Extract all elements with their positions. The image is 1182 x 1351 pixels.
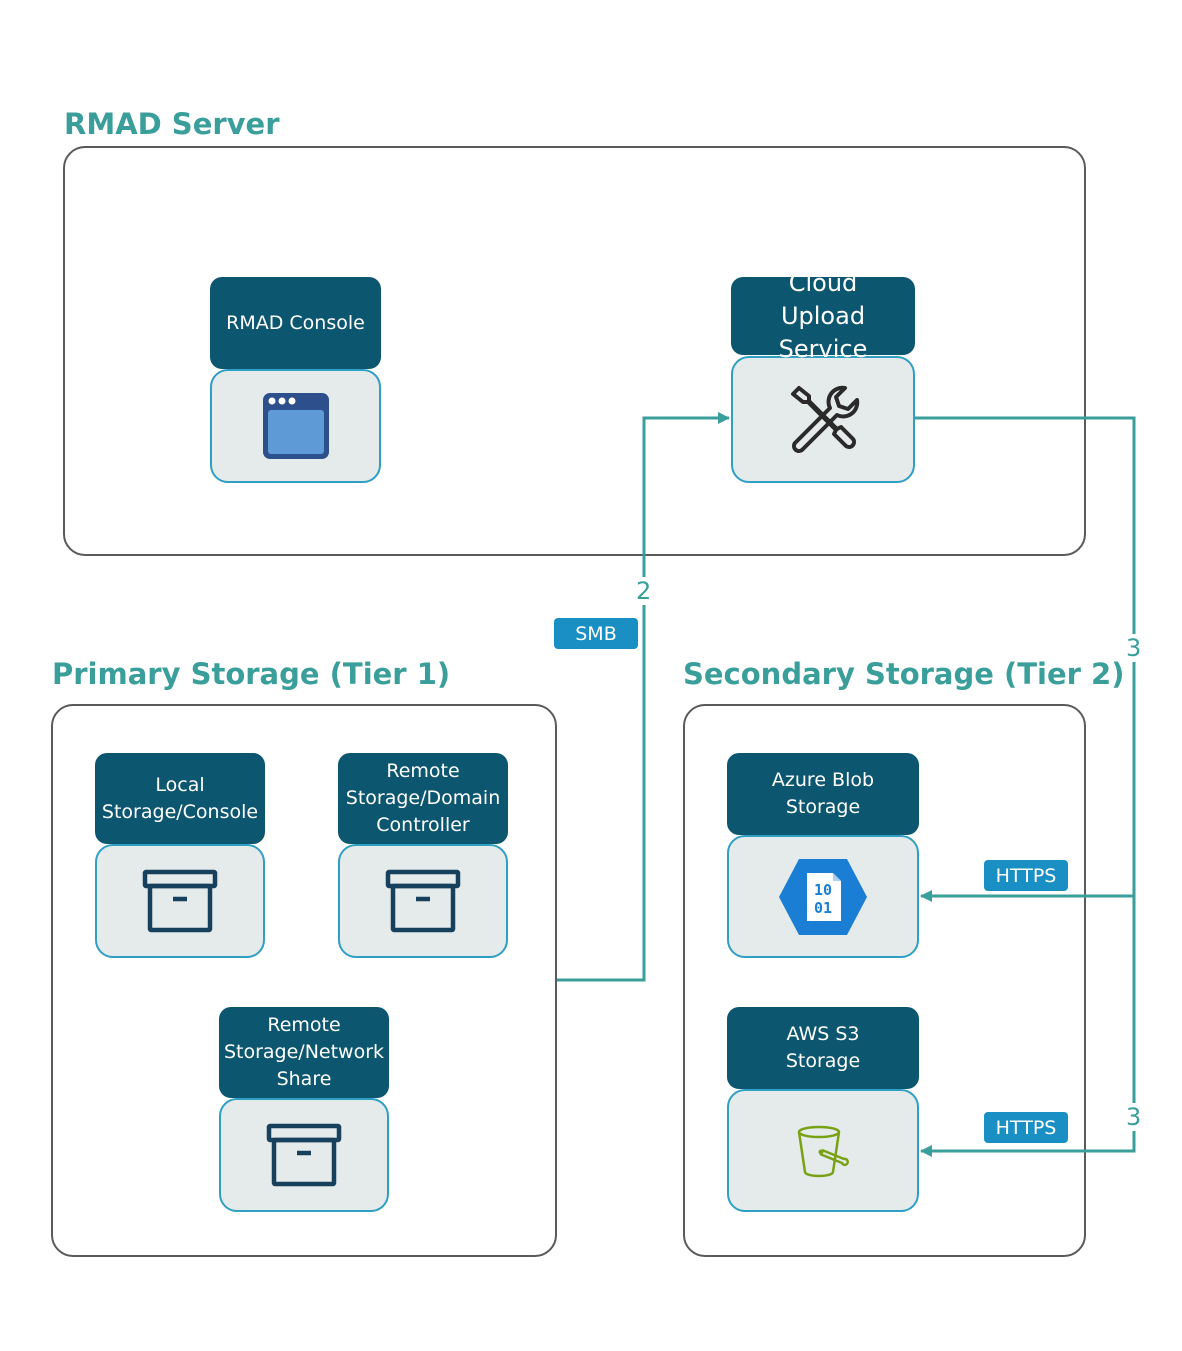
secondary-storage-title: Secondary Storage (Tier 2) <box>683 657 1125 691</box>
archive-box-icon <box>142 869 218 933</box>
remote-share-storage-label: Remote Storage/Network Share <box>219 1007 389 1098</box>
local-storage-node[interactable]: Local Storage/Console <box>95 753 265 958</box>
rmad-console-node[interactable]: RMAD Console <box>210 277 381 483</box>
aws-s3-storage-body <box>727 1089 919 1212</box>
remote-dc-storage-node[interactable]: Remote Storage/Domain Controller <box>338 753 508 958</box>
rmad-console-body <box>210 369 381 483</box>
remote-share-storage-node[interactable]: Remote Storage/Network Share <box>219 1007 389 1212</box>
archive-box-icon <box>385 869 461 933</box>
cloud-to-storage-trunk <box>915 416 1136 1157</box>
azure-icon-text-top: 10 <box>814 881 832 899</box>
remote-dc-storage-body <box>338 844 508 958</box>
cloud-upload-service-node[interactable]: Cloud Upload Service <box>731 269 915 483</box>
remote-share-storage-body <box>219 1098 389 1212</box>
archive-box-icon <box>266 1123 342 1187</box>
azure-blob-storage-node[interactable]: Azure Blob Storage 10 01 <box>727 753 919 958</box>
primary-storage-title: Primary Storage (Tier 1) <box>52 657 451 691</box>
step-3-number-upper: 3 <box>1124 634 1144 662</box>
application-window-icon <box>262 393 329 459</box>
rmad-server-title: RMAD Server <box>64 107 280 141</box>
smb-connector <box>557 412 730 982</box>
bucket-icon <box>797 1125 850 1177</box>
local-storage-label: Local Storage/Console <box>95 753 265 844</box>
tools-icon <box>791 385 860 453</box>
azure-icon-text-bottom: 01 <box>814 899 832 917</box>
smb-protocol-badge: SMB <box>554 618 638 649</box>
cloud-upload-service-body <box>731 356 915 483</box>
aws-https-badge: HTTPS <box>984 1112 1068 1143</box>
aws-s3-storage-node[interactable]: AWS S3 Storage <box>727 1007 919 1212</box>
local-storage-body <box>95 844 265 958</box>
aws-s3-storage-label: AWS S3 Storage <box>727 1007 919 1089</box>
remote-dc-storage-label: Remote Storage/Domain Controller <box>338 753 508 844</box>
cloud-upload-service-label: Cloud Upload Service <box>731 269 915 363</box>
azure-blob-storage-body: 10 01 <box>727 835 919 958</box>
rmad-console-label: RMAD Console <box>210 277 381 369</box>
step-3-number-lower: 3 <box>1124 1103 1144 1131</box>
azure-blob-storage-label: Azure Blob Storage <box>727 753 919 835</box>
azure-https-badge: HTTPS <box>984 860 1068 891</box>
step-2-number: 2 <box>634 577 654 605</box>
azure-blob-icon: 10 01 <box>779 858 867 935</box>
